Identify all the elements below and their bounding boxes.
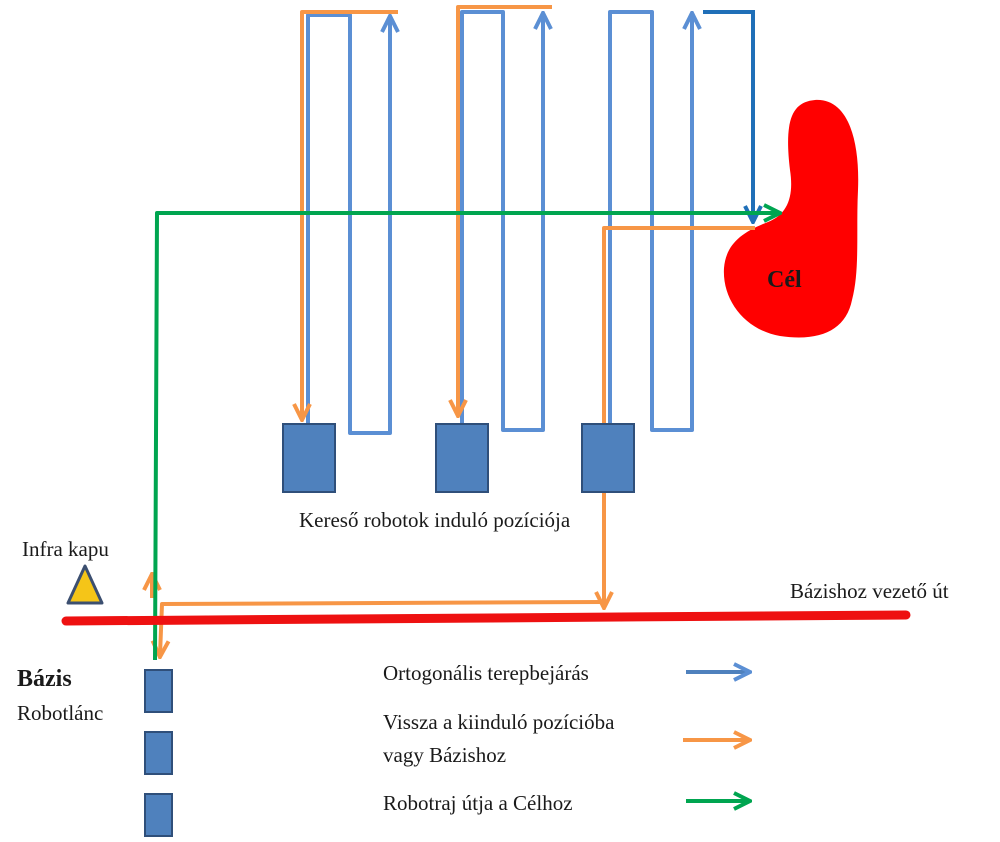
return-path-2 — [458, 5, 552, 414]
legend-return-text-1: Vissza a kiinduló pozícióba — [383, 710, 615, 734]
legend: Ortogonális terepbejárás Vissza a kiindu… — [383, 661, 748, 815]
road-to-base — [61, 610, 911, 626]
sweep-path-final — [703, 10, 753, 220]
return-paths — [152, 5, 755, 655]
legend-swarm-text: Robotraj útja a Célhoz — [383, 791, 573, 815]
sweep-path-1 — [306, 13, 390, 435]
triangle-gate-icon — [66, 564, 104, 605]
legend-sweep-text: Ortogonális terepbejárás — [383, 661, 589, 685]
sweep-path-2 — [460, 10, 543, 432]
road-label: Bázishoz vezető út — [790, 579, 949, 603]
target-area — [723, 99, 859, 338]
search-robot-2 — [435, 423, 489, 493]
search-robots — [282, 423, 635, 493]
base-title: Bázis — [17, 666, 72, 692]
target-label: Cél — [767, 267, 802, 293]
search-robot-3 — [581, 423, 635, 493]
chain-robot-1 — [144, 669, 173, 713]
sweep-path-3 — [608, 10, 692, 432]
sweep-paths — [306, 10, 692, 435]
search-robot-1 — [282, 423, 336, 493]
return-path-1 — [302, 10, 398, 418]
robot-chain — [144, 669, 173, 837]
return-path-4 — [160, 600, 605, 655]
chain-robot-3 — [144, 793, 173, 837]
legend-return-text-2: vagy Bázishoz — [383, 743, 506, 767]
gate-label: Infra kapu — [22, 537, 109, 561]
base-subtitle: Robotlánc — [17, 701, 103, 725]
start-positions-label: Kereső robotok induló pozíciója — [299, 508, 571, 532]
swarm-path — [153, 213, 778, 661]
chain-robot-2 — [144, 731, 173, 775]
